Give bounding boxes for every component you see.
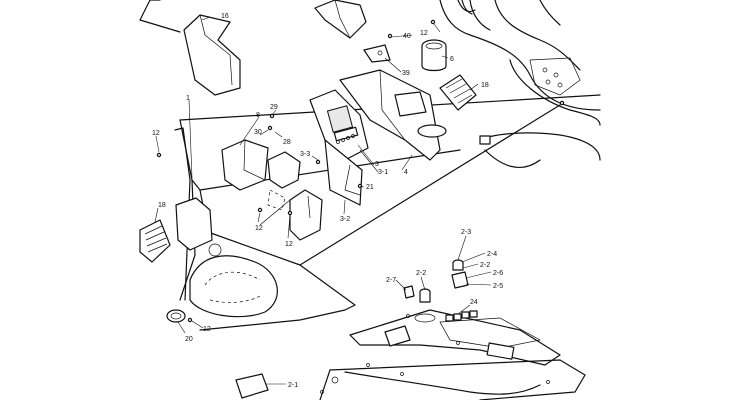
vent-18-upper: [439, 74, 477, 111]
label-1: 1: [186, 95, 190, 102]
label-8: 8: [256, 112, 260, 119]
leader-lines: [154, 16, 492, 385]
label-12-b: 12: [152, 130, 160, 137]
label-12-c: 12: [255, 225, 263, 232]
switch-cluster-24: [445, 310, 478, 322]
lower-console-2: [319, 309, 586, 400]
label-12-d: 12: [285, 241, 293, 248]
label-12-e: 12: [203, 326, 211, 333]
small-parts: [235, 259, 469, 399]
label-2-6: 2-6: [493, 270, 503, 277]
label-39: 39: [402, 70, 410, 77]
console-4: [339, 69, 447, 161]
label-3-1: 3-1: [378, 169, 388, 176]
label-4: 4: [404, 169, 408, 176]
label-21: 21: [366, 184, 374, 191]
upper-bracket: [314, 0, 367, 39]
label-2-7: 2-7: [386, 277, 396, 284]
label-2-4: 2-4: [487, 251, 497, 258]
label-3-2: 3-2: [340, 216, 350, 223]
instrument-cluster-3: [309, 89, 369, 206]
label-16: 16: [221, 13, 229, 20]
label-18-a: 18: [481, 82, 489, 89]
label-30: 30: [254, 129, 262, 136]
vent-18-lower: [139, 197, 222, 263]
label-6: 6: [450, 56, 454, 63]
label-24: 24: [470, 299, 478, 306]
right-dash-housing: [439, 0, 601, 169]
label-3-3: 3-3: [300, 151, 310, 158]
label-28: 28: [283, 139, 291, 146]
part-labels: 16 12 40 6 39 18 1 29 8 30 28 12 3-3 3 3…: [152, 13, 503, 389]
label-40: 40: [403, 33, 411, 40]
cup-holder-6: [421, 39, 447, 72]
label-20: 20: [185, 336, 193, 343]
duct-16: [139, 0, 241, 96]
duct-8: [221, 139, 323, 241]
label-2-2-a: 2-2: [480, 262, 490, 269]
label-2-5: 2-5: [493, 283, 503, 290]
label-29: 29: [270, 104, 278, 111]
label-12-a: 12: [420, 30, 428, 37]
label-2-3: 2-3: [461, 229, 471, 236]
bracket-39: [363, 44, 391, 63]
label-2-2-b: 2-2: [416, 270, 426, 277]
lower-left-panel: [166, 255, 278, 323]
label-18-b: 18: [158, 202, 166, 209]
label-3: 3: [375, 161, 379, 168]
screws: [156, 19, 565, 323]
label-2-1: 2-1: [288, 382, 298, 389]
